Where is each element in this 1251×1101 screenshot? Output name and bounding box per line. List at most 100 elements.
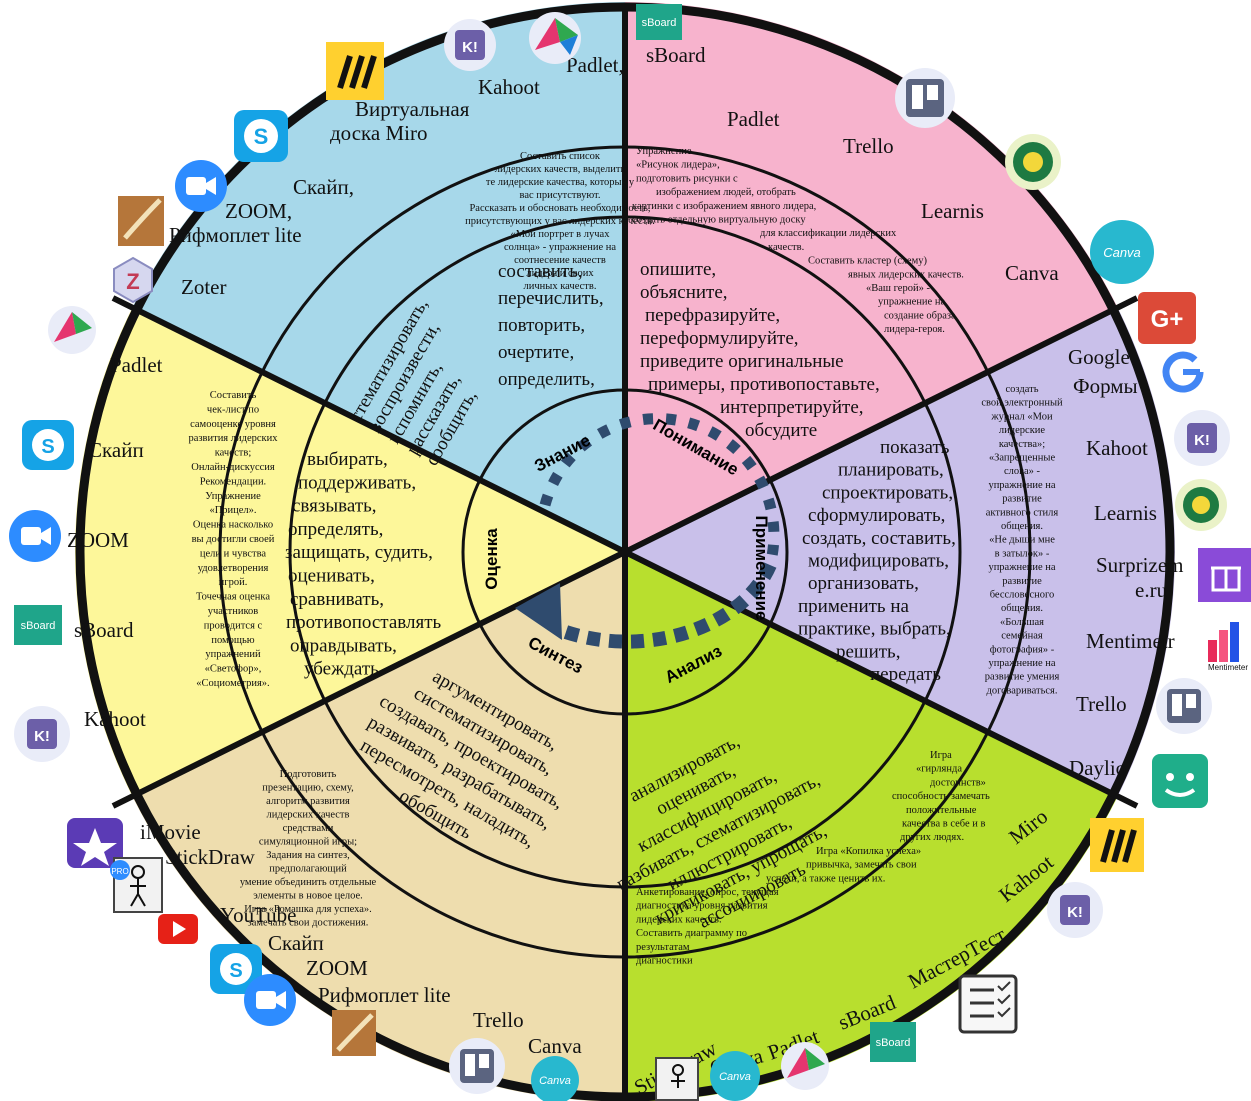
task-ponimanie-line: упражнение на: [878, 297, 945, 308]
svg-text:S: S: [41, 436, 54, 458]
sector-sintez: [88, 552, 625, 1101]
task-znanie-line: вас присутствуют.: [520, 190, 601, 201]
task-primenenie-line: развитие: [1002, 494, 1042, 505]
tool-label-primenenie: Daylio: [1069, 756, 1126, 780]
task-ponimanie-line: «Рисунок лидера»,: [636, 160, 720, 171]
tool-label-ponimanie: Trello: [843, 134, 894, 158]
verb-ponimanie-line: переформулируйте,: [640, 328, 799, 349]
verb-znanie-line: составить,: [498, 261, 583, 282]
verbs-ponimanie: опишите,объясните,перефразируйте,перефор…: [640, 259, 880, 441]
task-znanie-line: личных качеств.: [524, 281, 597, 292]
zoom-icon-left: [9, 510, 61, 562]
task-ponimanie-line: для классификации лидерских: [760, 228, 897, 239]
cycle-arrow-dashes-top: [539, 413, 780, 567]
task-primenenie-line: бессловесного: [990, 590, 1055, 601]
svg-text:K!: K!: [1067, 904, 1083, 921]
kahoot-icon-left: K!: [14, 706, 70, 762]
task-primenenie-line: упражнение на: [988, 480, 1055, 491]
tool-label-znanie: Виртуальная: [355, 97, 470, 121]
cycle-arrow-dashes-bottom: [557, 562, 777, 649]
verb-ocenka-line: оправдывать,: [290, 635, 397, 656]
task-sintez-line: замечать свои достижения.: [248, 918, 369, 929]
task-analiz-line: привычка, замечать свои: [806, 860, 917, 871]
tool-label-ocenka: Kahoot: [84, 707, 146, 731]
task-znanie-line: присутствующих у вас лидерских качеств.: [465, 216, 655, 227]
sboard-icon: sBoard: [636, 4, 682, 40]
verb-znanie-line: повторить,: [498, 315, 585, 336]
task-znanie-line: солнца» - упражнение на: [504, 242, 616, 253]
cycle-arrow: [515, 413, 780, 649]
task-znanie-line: лидерских качеств, выделить: [495, 164, 626, 175]
task-analiz-line: Анкетирование, опрос, текущая: [636, 887, 779, 898]
miro-icon: [326, 42, 384, 100]
task-ponimanie-line: картинки с изображением явного лидера,: [632, 201, 816, 212]
task-ocenka-line: самооценке уровня: [190, 419, 276, 430]
svg-text:K!: K!: [462, 39, 478, 56]
tool-label-ocenka: Скайп: [88, 438, 144, 462]
tasks-ponimanie: Упражнение«Рисунок лидера»,подготовить р…: [632, 146, 964, 335]
learnis-icon-right: [1175, 479, 1227, 531]
task-analiz-line: других людях.: [900, 832, 964, 843]
verb-primenenie-line: модифицировать,: [808, 551, 949, 572]
verb-primenenie-line: решить,: [836, 641, 900, 662]
verb-ocenka-line: убеждать: [304, 659, 379, 680]
task-primenenie-line: свой электронный: [981, 398, 1063, 409]
task-primenenie-line: договариваться.: [987, 685, 1058, 696]
task-ocenka-line: участников: [208, 606, 258, 617]
task-analiz-line: Игра «Копилка успеха»: [816, 846, 921, 857]
verb-primenenie-line: передать: [870, 664, 941, 685]
verb-primenenie-line: применить на: [798, 596, 910, 617]
task-znanie-line: Рассказать и обосновать необходимость,: [469, 203, 650, 214]
task-primenenie-line: развитие умения: [985, 672, 1060, 683]
verb-primenenie-line: сформулировать,: [808, 505, 945, 526]
tool-label-primenenie: Learnis: [1094, 501, 1157, 525]
tool-label-sintez: YouTube: [220, 903, 296, 927]
task-ocenka-line: удовлетворения: [198, 563, 269, 574]
sboard-icon-left: sBoard: [14, 605, 62, 645]
stickdraw-icon-bottom: [655, 1057, 699, 1101]
tool-label-primenenie: Google: [1068, 345, 1130, 369]
zoom-icon-bottom: [244, 974, 296, 1026]
imovie-icon: [67, 818, 123, 868]
task-analiz-line: диагностика уровня развития: [636, 901, 768, 912]
task-sintez-line: алгоритм развития: [266, 796, 350, 807]
task-analiz-line: лидерских качеств.: [636, 914, 722, 925]
task-ponimanie-line: создать отдельную виртуальную доску: [632, 215, 806, 226]
spoke-diagonal-b: [111, 295, 1139, 809]
sector-ocenka: [75, 283, 625, 821]
google-icon: [1159, 348, 1207, 396]
task-ocenka-line: Составить: [210, 390, 257, 401]
verb-ponimanie-line: объясните,: [640, 282, 728, 303]
verb-ponimanie-line: обсудите: [745, 420, 817, 441]
svg-text:S: S: [229, 960, 242, 982]
verb-znanie-line: определить,: [498, 369, 595, 390]
tool-label-sintez: iMovie: [140, 820, 201, 844]
task-znanie-line: «Мой портрет в лучах: [511, 229, 611, 240]
tool-label-primenenie: Kahoot: [1086, 436, 1148, 460]
tool-label-sintez: Canva: [528, 1034, 582, 1058]
svg-text:sBoard: sBoard: [876, 1037, 911, 1049]
verb-ponimanie-line: интерпретируйте,: [720, 397, 864, 418]
tool-label-ocenka: sBoard: [74, 618, 134, 642]
miro-icon-bottom-right: [1090, 818, 1144, 872]
task-analiz-line: достоинств»: [930, 777, 986, 788]
verb-ocenka-line: защищать, судить,: [285, 542, 433, 563]
verbs-znanie-right: составить,перечислить,повторить,очертите…: [498, 261, 604, 390]
verb-znanie-line: очертите,: [498, 342, 574, 363]
tool-label-ponimanie: sBoard: [646, 43, 706, 67]
tool-label-primenenie: Trello: [1076, 692, 1127, 716]
kahoot-icon-bottom-right: K!: [1047, 882, 1103, 938]
tool-label-ocenka: Padlet: [110, 353, 163, 377]
svg-text:Canva: Canva: [1103, 245, 1141, 260]
task-znanie-line: соотнесение качеств: [514, 255, 606, 266]
skype-icon: S: [234, 110, 288, 162]
tool-label-primenenie: Mentimetr: [1086, 629, 1175, 653]
verb-primenenie-line: организовать,: [808, 573, 919, 594]
verb-primenenie-line: практике, выбрать,: [798, 619, 951, 640]
canva-icon-bottom: Canva: [531, 1056, 579, 1101]
tool-label-sintez: StickDraw: [165, 845, 256, 869]
mentimeter-icon: Mentimeter: [1205, 618, 1251, 672]
